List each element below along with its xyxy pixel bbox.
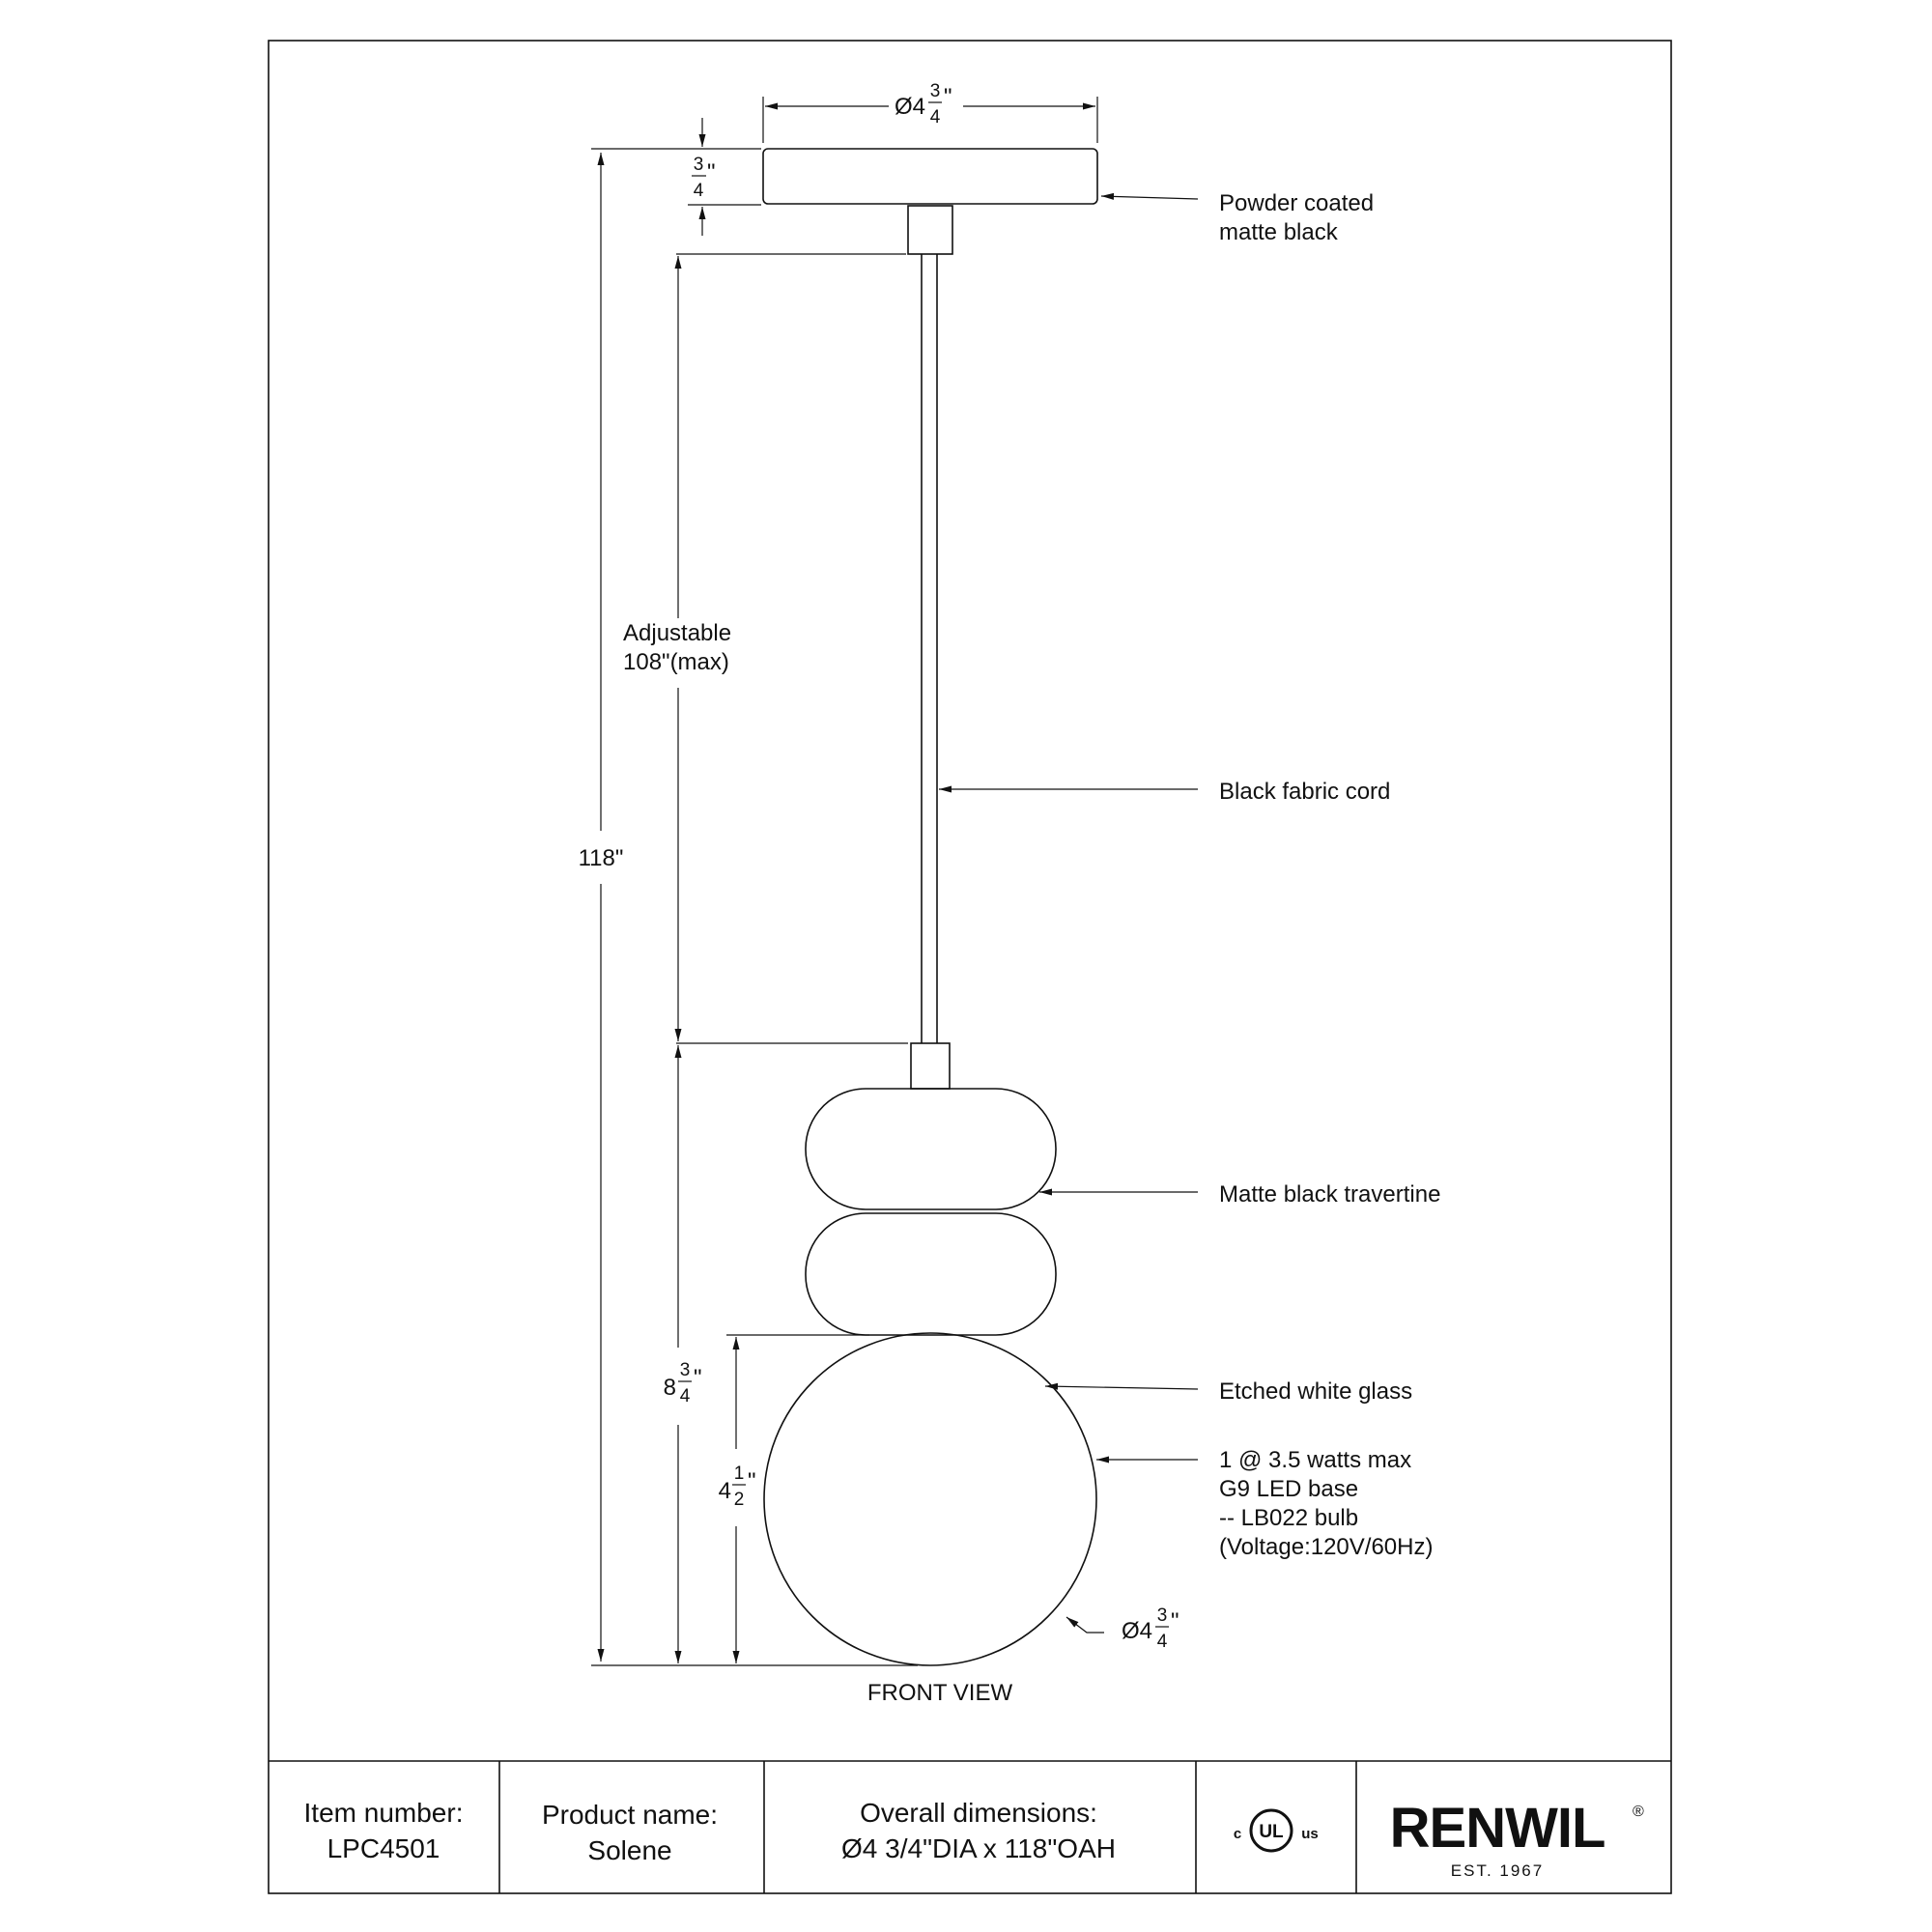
globe-height-numerator: 1 <box>734 1463 745 1484</box>
globe-height-whole: 4 <box>719 1478 731 1504</box>
dimension-adjustable-length: Adjustable 108"(max) <box>623 253 908 1044</box>
body-height-denominator: 4 <box>680 1386 691 1406</box>
callout-canopy: Powder coated matte black <box>1100 190 1374 245</box>
callout-bulb-line4: (Voltage:120V/60Hz) <box>1219 1534 1433 1560</box>
socket-cap <box>910 1042 951 1090</box>
dimension-canopy-height: 3 4 " <box>591 118 761 236</box>
canopy-diameter-numerator: 3 <box>930 81 941 101</box>
callout-cord: Black fabric cord <box>939 779 1390 805</box>
dimension-canopy-diameter: Ø4 3 4 " <box>762 81 1098 143</box>
canopy-diameter-whole: Ø4 <box>895 94 925 120</box>
item-number-label: Item number: <box>304 1798 464 1828</box>
dimension-globe-height: 4 1 2 " <box>719 1334 869 1663</box>
globe-diameter-unit: " <box>1171 1608 1179 1634</box>
item-number-value: LPC4501 <box>327 1833 440 1863</box>
top-cord-grip <box>907 205 953 255</box>
dimension-body-height: 8 3 4 " <box>664 1045 702 1663</box>
body-height-unit: " <box>694 1365 702 1391</box>
ul-c-mark: c <box>1234 1826 1241 1842</box>
travertine-lower <box>805 1212 1057 1336</box>
ul-center-mark: UL <box>1259 1822 1284 1842</box>
canopy-diameter-unit: " <box>944 84 952 110</box>
globe-diameter-numerator: 3 <box>1157 1605 1168 1626</box>
glass-globe <box>763 1332 1097 1666</box>
canopy <box>762 148 1098 205</box>
brand-established: EST. 1967 <box>1451 1861 1544 1880</box>
globe-diameter-whole: Ø4 <box>1122 1618 1152 1644</box>
callout-travertine-line1: Matte black travertine <box>1219 1181 1440 1208</box>
globe-height-unit: " <box>748 1468 756 1494</box>
adjustable-label: Adjustable <box>623 620 731 646</box>
globe-height-denominator: 2 <box>734 1490 745 1510</box>
callout-bulb: 1 @ 3.5 watts max G9 LED base -- LB022 b… <box>1096 1447 1433 1560</box>
body-height-numerator: 3 <box>680 1360 691 1380</box>
dimension-globe-diameter: Ø4 3 4 " <box>1065 1605 1179 1652</box>
product-name-label: Product name: <box>542 1800 718 1830</box>
travertine-upper <box>805 1088 1057 1210</box>
callout-bulb-line1: 1 @ 3.5 watts max <box>1219 1447 1411 1473</box>
canopy-height-unit: " <box>707 159 716 185</box>
renwil-logo: RENWIL ® EST. 1967 <box>1390 1797 1644 1880</box>
product-name-value: Solene <box>587 1835 671 1865</box>
globe-diameter-denominator: 4 <box>1157 1632 1168 1652</box>
sheet-border <box>268 40 1672 1894</box>
view-label: FRONT VIEW <box>867 1680 1013 1706</box>
brand-registered-mark: ® <box>1633 1804 1644 1820</box>
ul-listed-icon: c UL us <box>1234 1808 1319 1853</box>
callout-canopy-line1: Powder coated <box>1219 190 1374 216</box>
callout-cord-line1: Black fabric cord <box>1219 779 1390 805</box>
brand-name: RENWIL <box>1390 1797 1605 1860</box>
callout-bulb-line2: G9 LED base <box>1219 1476 1358 1502</box>
overall-height-value: 118" <box>579 845 624 871</box>
adjustable-max-value: 108"(max) <box>623 649 729 675</box>
canopy-height-denominator: 4 <box>694 181 704 201</box>
canopy-diameter-denominator: 4 <box>930 107 941 128</box>
callout-glass: Etched white glass <box>1044 1378 1412 1405</box>
callout-travertine: Matte black travertine <box>1039 1181 1440 1208</box>
pendant-fixture <box>762 148 1098 1666</box>
callout-canopy-line2: matte black <box>1219 219 1339 245</box>
canopy-height-numerator: 3 <box>694 155 704 175</box>
callout-glass-line1: Etched white glass <box>1219 1378 1412 1405</box>
body-height-whole: 8 <box>664 1375 676 1401</box>
dimension-overall-height: 118" <box>579 153 918 1666</box>
ul-us-mark: us <box>1301 1826 1319 1842</box>
callout-bulb-line3: -- LB022 bulb <box>1219 1505 1358 1531</box>
overall-dimensions-label: Overall dimensions: <box>860 1798 1097 1828</box>
overall-dimensions-value: Ø4 3/4"DIA x 118"OAH <box>841 1833 1116 1863</box>
